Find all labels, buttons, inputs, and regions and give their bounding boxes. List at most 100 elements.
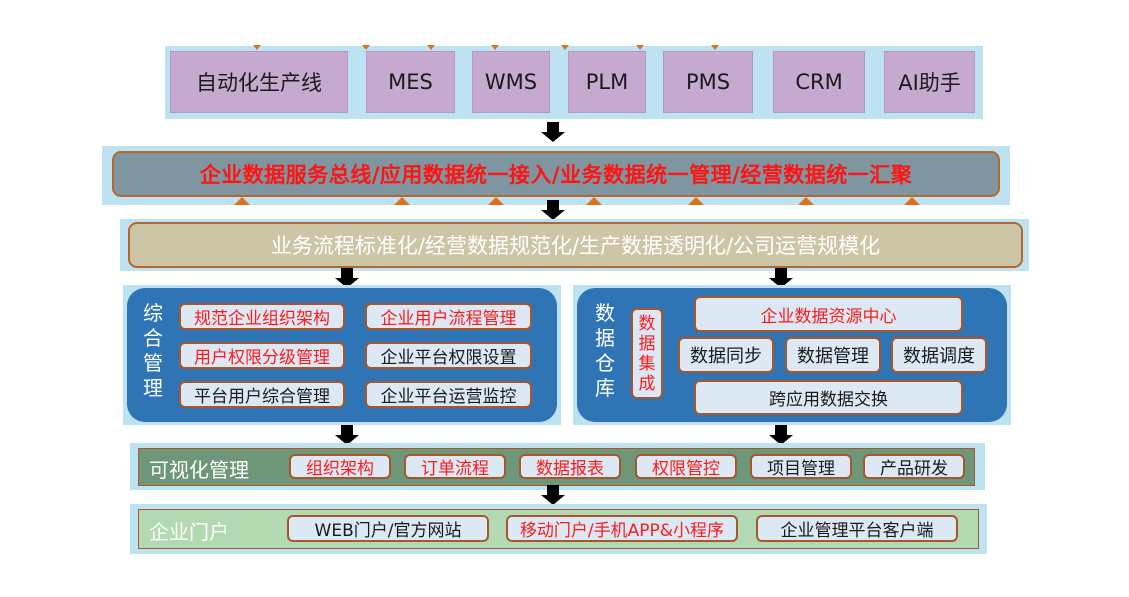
warehouse-item: 数据管理 [785,337,881,373]
visual-item: 权限管控 [635,454,737,479]
title-char: 仓 [595,351,615,375]
title-char: 数 [595,301,615,325]
management-item: 规范企业组织架构 [179,303,345,330]
connector-triangle [798,197,814,205]
connector-triangle [253,45,261,50]
data-integration-box: 数 据 集 成 [631,308,663,399]
item-label: 组织架构 [306,459,374,479]
item-label: 用户权限分级管理 [194,348,330,368]
data-bus-bar: 企业数据服务总线/应用数据统一接入/业务数据统一管理/经营数据统一汇聚 [112,151,1000,197]
data-exchange-box: 跨应用数据交换 [694,380,963,415]
management-item: 企业用户流程管理 [365,303,532,330]
system-label: CRM [795,70,843,94]
connector-triangle [491,45,499,50]
enterprise-portal-title: 企业门户 [149,520,229,544]
integration-char: 成 [638,373,656,394]
connector-triangle [586,197,602,205]
item-label: 项目管理 [767,459,835,479]
resource-center-label: 企业数据资源中心 [760,306,897,327]
visual-item: 产品研发 [863,454,965,479]
down-arrow-icon [541,200,565,220]
management-item: 企业平台运营监控 [365,381,532,408]
standardization-bar: 业务流程标准化/经营数据规范化/生产数据透明化/公司运营规模化 [128,222,1023,268]
connector-triangle [488,197,504,205]
visual-item: 组织架构 [289,454,391,479]
down-arrow-icon [541,485,565,505]
warehouse-panel: 数 据 仓 库 数 据 集 成 企业数据资源中心 数据同步 数据管理 数据调度 … [577,288,1007,422]
connector-triangle [561,45,569,50]
item-label: 数据同步 [690,346,762,367]
visual-item: 项目管理 [750,454,852,479]
system-label: 自动化生产线 [196,71,322,95]
visual-management-bar: 可视化管理 组织架构 订单流程 数据报表 权限管控 项目管理 产品研发 [138,448,975,486]
visual-item: 订单流程 [404,454,506,479]
portal-item: WEB门户/官方网站 [287,515,489,542]
connector-triangle [362,45,370,50]
system-box-wms: WMS [472,51,550,113]
standardization-row: 业务流程标准化/经营数据规范化/生产数据透明化/公司运营规模化 [120,219,1029,271]
data-bus-label: 企业数据服务总线/应用数据统一接入/业务数据统一管理/经营数据统一汇聚 [199,163,913,187]
connector-triangle [427,45,435,50]
item-label: 企业管理平台客户端 [780,521,934,541]
connector-triangle [904,197,920,205]
down-arrow-icon [769,268,793,288]
system-label: MES [388,70,433,94]
item-label: 订单流程 [421,459,489,479]
item-label: 数据调度 [903,346,975,367]
item-label: 企业平台运营监控 [380,387,517,407]
item-label: 数据报表 [536,459,604,479]
visual-management-row: 可视化管理 组织架构 订单流程 数据报表 权限管控 项目管理 产品研发 [130,443,985,490]
system-box-ai-assistant: AI助手 [884,51,975,113]
item-label: WEB门户/官方网站 [314,521,462,541]
system-box-crm: CRM [773,51,865,113]
enterprise-portal-row: 企业门户 WEB门户/官方网站 移动门户/手机APP&小程序 企业管理平台客户端 [130,504,987,554]
data-exchange-label: 跨应用数据交换 [769,390,888,410]
warehouse-item: 数据调度 [891,337,987,373]
item-label: 企业平台权限设置 [380,348,517,368]
source-systems-row: 自动化生产线 MES WMS PLM PMS CRM AI助手 [165,45,983,119]
integration-char: 集 [638,353,656,374]
management-title: 综 合 管 理 [141,301,165,401]
title-char: 据 [595,326,615,350]
visual-item: 数据报表 [519,454,621,479]
item-label: 企业用户流程管理 [380,309,517,329]
title-char: 综 [143,301,163,325]
enterprise-portal-bar: 企业门户 WEB门户/官方网站 移动门户/手机APP&小程序 企业管理平台客户端 [138,509,979,549]
down-arrow-icon [541,122,565,142]
resource-center-box: 企业数据资源中心 [694,296,963,332]
integration-char: 据 [638,333,656,354]
system-label: PMS [685,70,731,94]
integration-char: 数 [638,313,656,334]
connector-triangle [688,197,704,205]
item-label: 数据管理 [797,346,869,367]
warehouse-item: 数据同步 [678,337,774,373]
system-label: AI助手 [898,71,961,95]
portal-item: 企业管理平台客户端 [756,515,958,542]
title-char: 库 [595,376,615,400]
system-label: WMS [484,70,538,94]
down-arrow-icon [769,425,793,445]
visual-management-title: 可视化管理 [149,458,249,482]
portal-item: 移动门户/手机APP&小程序 [506,515,738,542]
management-item: 用户权限分级管理 [179,342,345,369]
item-label: 权限管控 [652,459,720,479]
system-label: PLM [585,70,629,94]
warehouse-title: 数 据 仓 库 [593,301,617,401]
system-box-automation-line: 自动化生产线 [170,51,348,113]
warehouse-panel-frame: 数 据 仓 库 数 据 集 成 企业数据资源中心 数据同步 数据管理 数据调度 … [573,285,1011,425]
connector-triangle [394,197,410,205]
connector-triangle [234,197,250,205]
down-arrow-icon [335,268,359,288]
title-char: 合 [143,326,163,350]
system-box-pms: PMS [663,51,753,113]
item-label: 规范企业组织架构 [194,309,330,329]
management-item: 企业平台权限设置 [365,342,532,369]
title-char: 管 [143,351,163,375]
standardization-label: 业务流程标准化/经营数据规范化/生产数据透明化/公司运营规模化 [270,234,881,258]
connector-triangle [711,45,719,50]
system-box-mes: MES [366,51,455,113]
system-box-plm: PLM [568,51,646,113]
title-char: 理 [143,376,163,400]
management-panel: 综 合 管 理 规范企业组织架构 企业用户流程管理 用户权限分级管理 企业平台权… [127,288,557,422]
item-label: 移动门户/手机APP&小程序 [519,521,725,541]
